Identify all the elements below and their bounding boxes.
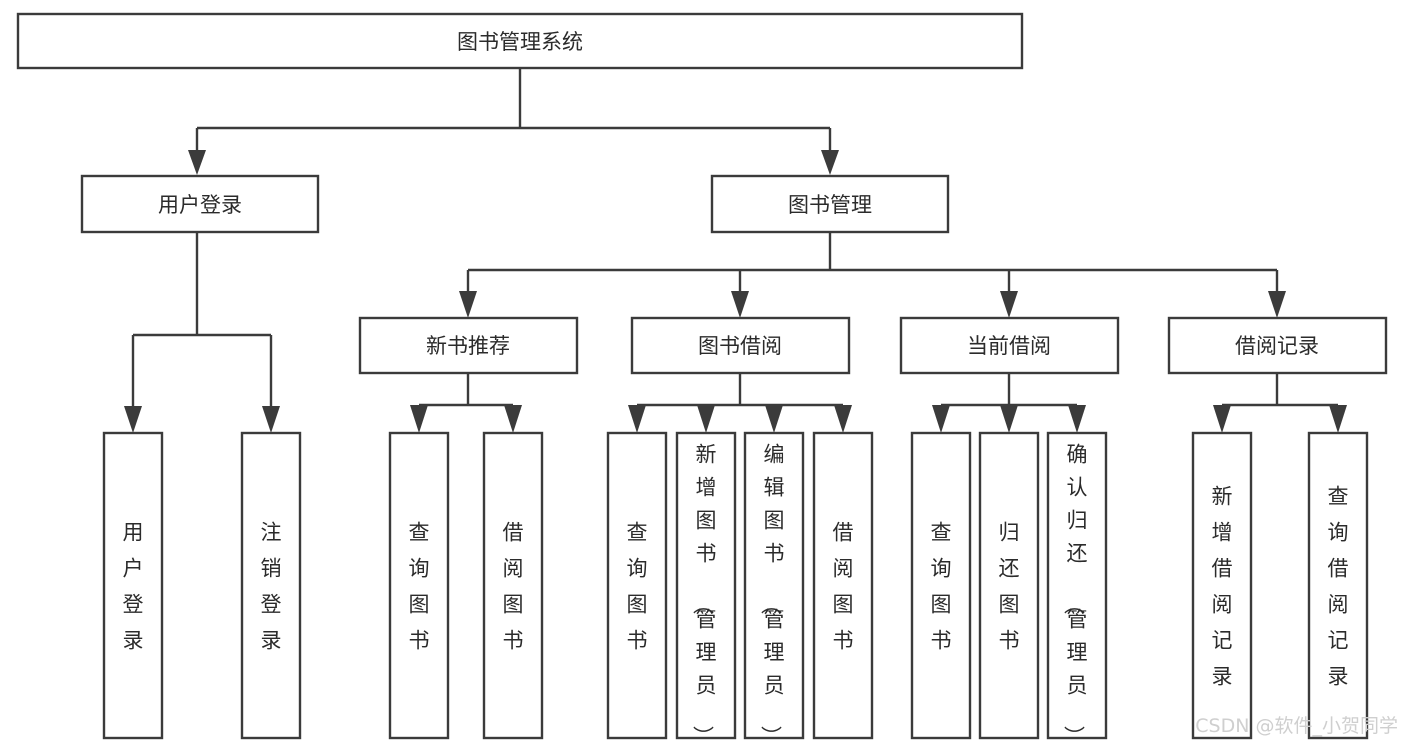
node-borrow-record-label: 借阅记录	[1235, 334, 1319, 358]
node-borrow-record[interactable]: 借阅记录	[1167, 316, 1388, 375]
node-current-borrow-box[interactable]	[899, 316, 1120, 375]
leaf-node[interactable]: 借阅图书	[812, 431, 874, 740]
arrow-head-book-mgmt	[821, 150, 839, 175]
node-book-borrow[interactable]: 图书借阅	[630, 316, 851, 375]
leaf-bb-borrow-book-box[interactable]	[812, 431, 874, 740]
leaf-bb-add-book-label: 新增图书（管理员）	[691, 443, 717, 747]
node-new-book-recommend[interactable]: 新书推荐	[358, 316, 579, 375]
leaf-node[interactable]: 查询图书	[606, 431, 668, 740]
leaf-user-login-box[interactable]	[102, 431, 164, 740]
leaf-bb-add-book-box[interactable]	[675, 431, 737, 740]
connector-group-current-borrow	[932, 373, 1086, 433]
node-user-login-label: 用户登录	[158, 193, 242, 217]
arrow-head-new-book-leaf-2	[504, 405, 522, 433]
node-new-book-recommend-box[interactable]	[358, 316, 579, 375]
leaf-logout-box[interactable]	[240, 431, 302, 740]
leaf-node[interactable]: 新增借阅记录	[1191, 431, 1253, 740]
leaf-node[interactable]: 归还图书	[978, 431, 1040, 740]
connector-group-book-borrow	[628, 373, 852, 433]
leaf-user-login-label: 用户登录	[123, 521, 144, 653]
leaf-cb-confirm-return-label: 确认归还（管理员）	[1062, 443, 1088, 747]
arrow-head-book-borrow-leaf-3	[765, 405, 783, 433]
leaf-br-query-record-label: 查询借阅记录	[1328, 485, 1349, 689]
node-book-mgmt[interactable]: 图书管理	[710, 174, 950, 234]
leaf-bb-edit-book-label: 编辑图书（管理员）	[759, 443, 785, 747]
leaf-cb-confirm-return-box[interactable]	[1046, 431, 1108, 740]
arrow-head-user-login-leaf-1	[124, 406, 142, 433]
arrow-head-book-borrow	[731, 291, 749, 318]
arrow-head-book-borrow-leaf-2	[697, 405, 715, 433]
connector-group-book-mgmt	[459, 232, 1286, 318]
connector-group-new-book	[410, 373, 522, 433]
node-book-mgmt-box[interactable]	[710, 174, 950, 234]
arrow-head-borrow-record-leaf-2	[1329, 405, 1347, 433]
connector-group-borrow-record	[1213, 373, 1347, 433]
leaf-br-add-record-label: 新增借阅记录	[1212, 485, 1233, 689]
node-current-borrow-label: 当前借阅	[967, 334, 1051, 358]
leaf-node[interactable]: 编辑图书（管理员）	[743, 431, 805, 747]
leaf-br-query-record-box[interactable]	[1307, 431, 1369, 740]
leaf-nbr-borrow-book-box[interactable]	[482, 431, 544, 740]
node-current-borrow[interactable]: 当前借阅	[899, 316, 1120, 375]
node-root-box[interactable]	[16, 12, 1024, 70]
leaf-bb-query-book-box[interactable]	[606, 431, 668, 740]
leaf-node[interactable]: 用户登录	[102, 431, 164, 740]
leaf-bb-edit-book-box[interactable]	[743, 431, 805, 740]
leaf-node[interactable]: 借阅图书	[482, 431, 544, 740]
connector-group-user-login	[124, 232, 280, 433]
leaf-cb-query-book-label: 查询图书	[931, 521, 952, 653]
node-book-mgmt-label: 图书管理	[788, 193, 872, 217]
arrow-head-current-borrow-leaf-3	[1068, 405, 1086, 433]
node-user-login-box[interactable]	[80, 174, 320, 234]
arrow-head-borrow-record-leaf-1	[1213, 405, 1231, 433]
node-new-book-recommend-label: 新书推荐	[426, 334, 510, 358]
arrow-head-current-borrow-leaf-1	[932, 405, 950, 433]
leaf-nbr-borrow-book-label: 借阅图书	[503, 521, 524, 653]
node-user-login[interactable]: 用户登录	[80, 174, 320, 234]
arrow-head-new-book-leaf-1	[410, 405, 428, 433]
arrow-head-current-borrow	[1000, 291, 1018, 318]
arrow-head-borrow-record	[1268, 291, 1286, 318]
leaf-node[interactable]: 确认归还（管理员）	[1046, 431, 1108, 747]
arrow-head-user-login-leaf-2	[262, 406, 280, 433]
leaf-bb-borrow-book-label: 借阅图书	[833, 521, 854, 653]
leaf-cb-query-book-box[interactable]	[910, 431, 972, 740]
leaf-cb-return-book-label: 归还图书	[999, 521, 1020, 653]
leaf-logout-label: 注销登录	[261, 521, 282, 653]
leaf-node[interactable]: 新增图书（管理员）	[675, 431, 737, 747]
leaf-br-add-record-box[interactable]	[1191, 431, 1253, 740]
leaf-node[interactable]: 查询图书	[910, 431, 972, 740]
arrow-head-book-borrow-leaf-4	[834, 405, 852, 433]
node-root[interactable]: 图书管理系统	[16, 12, 1024, 70]
connector-group-root	[188, 68, 839, 175]
node-book-borrow-label: 图书借阅	[698, 334, 782, 358]
leaf-nbr-query-book-box[interactable]	[388, 431, 450, 740]
leaf-node[interactable]: 查询图书	[388, 431, 450, 740]
leaf-bb-query-book-label: 查询图书	[627, 521, 648, 653]
leaf-node[interactable]: 查询借阅记录	[1307, 431, 1369, 740]
arrow-head-user-login	[188, 150, 206, 175]
arrow-head-new-book	[459, 291, 477, 318]
arrow-head-book-borrow-leaf-1	[628, 405, 646, 433]
node-book-borrow-box[interactable]	[630, 316, 851, 375]
node-borrow-record-box[interactable]	[1167, 316, 1388, 375]
node-root-label: 图书管理系统	[457, 30, 583, 54]
leaf-node[interactable]: 注销登录	[240, 431, 302, 740]
arrow-head-current-borrow-leaf-2	[1000, 405, 1018, 433]
leaf-cb-return-book-box[interactable]	[978, 431, 1040, 740]
watermark-label: CSDN @软件_小贺同学	[1195, 715, 1398, 737]
leaf-nbr-query-book-label: 查询图书	[409, 521, 430, 653]
